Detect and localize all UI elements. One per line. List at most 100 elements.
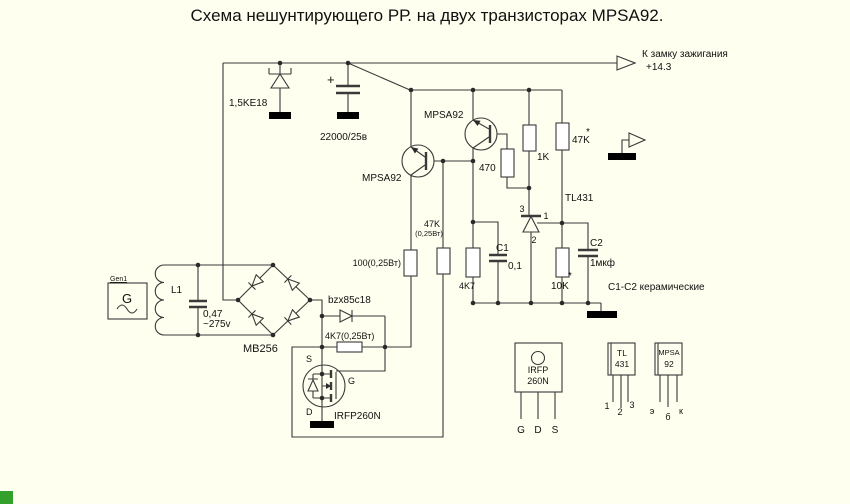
emitter-arrow-icon — [473, 120, 481, 126]
tank-cap-rating: ~275v — [203, 319, 231, 330]
mpsa-pkg-pin1-label: э — [650, 406, 655, 416]
bridge-diode-icon — [284, 308, 301, 325]
ground-bar-icon — [337, 112, 359, 119]
junction-dots — [195, 60, 591, 401]
generator-source: Gen1 G — [107, 276, 148, 320]
emitter-arrow-icon — [411, 147, 419, 154]
mounting-hole-icon — [530, 350, 546, 366]
irfp-pkg-line2: 260N — [527, 376, 549, 386]
transistor-q2-mpsa92: MPSA92 — [424, 90, 508, 222]
mosfet-d-label: D — [306, 407, 313, 417]
tl431-pin1-label: 1 — [543, 211, 548, 221]
bridge-label: MB256 — [243, 343, 278, 355]
r47k-fb-label: 47K — [424, 219, 440, 229]
r10k-label: 10K — [551, 281, 569, 292]
filter-capacitor: + 22000/25в — [320, 63, 367, 143]
tank-capacitor-047: 0,47 ~275v — [189, 265, 231, 335]
resistor-100: 100(0,25Вт) — [353, 249, 418, 348]
r47k-fb-watt-label: (0,25Вт) — [415, 229, 443, 238]
tl431-pin3-label: 3 — [519, 204, 524, 214]
irfp-pin2-label: D — [534, 425, 541, 436]
power-bus: К замку зажигания +14.3 — [222, 49, 728, 301]
bridge-rectifier-mb256: MB256 — [237, 264, 311, 355]
transistor-q1-mpsa92: MPSA92 — [362, 90, 473, 250]
aux-terminal-arrow-icon — [628, 132, 647, 148]
tl431-label: TL431 — [565, 193, 594, 204]
left-rail-wire — [222, 63, 238, 301]
tvs-label: 1,5KE18 — [229, 98, 268, 109]
channel-arrow-icon — [326, 383, 331, 389]
page-title: Схема нешунтирующего РР. на двух транзис… — [191, 6, 664, 25]
r47k-top-label: 47K — [572, 135, 590, 146]
ignition-terminal-arrow-icon — [616, 55, 637, 71]
reference-ground-rail — [473, 302, 617, 318]
ignition-voltage-label: +14.3 — [646, 62, 672, 73]
source-node-wire — [310, 299, 323, 365]
tl431-pkg-line2: 431 — [615, 359, 629, 369]
ground-bar-icon — [608, 153, 636, 160]
mpsa-pkg-pin3-label: к — [679, 406, 683, 416]
corner-marker — [0, 491, 13, 504]
mpsa-pkg-line1: MPSA — [658, 348, 679, 357]
ground-bar-icon — [269, 112, 291, 119]
q2-label: MPSA92 — [424, 110, 464, 121]
resistor-10k: 10K * — [551, 247, 572, 303]
capacitor-c1: C1 0,1 — [473, 221, 522, 303]
mosfet-name-label: IRFP260N — [334, 411, 381, 422]
tl431-pkg-pin1-label: 1 — [604, 401, 609, 411]
r47k-top-star: * — [586, 127, 590, 138]
tl431-pkg-line1: TL — [617, 348, 627, 358]
r4k7-div-label: 4K7 — [459, 281, 475, 291]
mosfet-irfp260n: S G D IRFP260N — [302, 347, 386, 428]
aux-terminal — [608, 132, 647, 160]
tl431-pkg-pin3-label: 3 — [629, 400, 634, 410]
tvs-diode-1_5ke18: 1,5KE18 — [229, 63, 292, 119]
tank-cap-value: 0,47 — [203, 309, 223, 320]
filter-cap-label: 22000/25в — [320, 132, 367, 143]
gate-resistor-label: 4K7(0,25Вт) — [325, 331, 374, 341]
resistor-47k-top: 47K * — [555, 90, 590, 248]
irfp-pin3-label: S — [552, 425, 559, 436]
resistor-470: 470 — [479, 148, 529, 189]
ground-bar-icon — [310, 421, 334, 428]
q1-label: MPSA92 — [362, 173, 402, 184]
package-mpsa92: MPSA 92 э б к — [650, 342, 683, 422]
bridge-diode-icon — [248, 310, 265, 327]
r1k-label: 1K — [537, 152, 550, 163]
c1-value-label: 0,1 — [508, 261, 522, 272]
emitter-bus-wire — [347, 62, 562, 91]
l1-label: L1 — [171, 285, 183, 296]
ground-bar-icon — [587, 311, 617, 318]
gate-zener-bzx85c18: bzx85c18 — [322, 295, 386, 347]
stator-winding-l1: L1 — [154, 264, 273, 336]
mpsa-pkg-line2: 92 — [664, 359, 674, 369]
mosfet-g-label: G — [348, 376, 355, 386]
body-diode-icon — [307, 378, 319, 392]
bridge-diode-icon — [248, 273, 265, 290]
r470-label: 470 — [479, 163, 496, 174]
capacitor-c2: C2 1мкф — [562, 222, 615, 303]
generator-letter: G — [122, 291, 132, 306]
c2-value-label: 1мкф — [590, 257, 615, 269]
zener-label: bzx85c18 — [328, 295, 371, 306]
c1-label: C1 — [496, 243, 509, 254]
sine-wave-icon — [116, 304, 138, 314]
resistor-4k7-divider: 4K7 — [459, 222, 481, 303]
tl431-pin2-label: 2 — [531, 235, 536, 245]
mosfet-s-label: S — [306, 354, 312, 364]
irfp-pin1-label: G — [517, 425, 525, 436]
package-irfp260n: IRFP 260N G D S — [514, 342, 563, 436]
ignition-terminal-label: К замку зажигания — [642, 49, 728, 60]
package-tl431: TL 431 1 2 3 — [604, 342, 636, 417]
tl431-pkg-pin2-label: 2 — [617, 407, 622, 417]
cap-note-label: C1-C2 керамические — [608, 282, 705, 293]
resistor-47k-feedback: 47K (0,25Вт) — [291, 161, 451, 438]
tl431-symbol: TL431 3 1 2 — [519, 193, 594, 303]
gate-resistor-4k7: 4K7(0,25Вт) — [322, 331, 385, 353]
mpsa-pkg-pin2-label: б — [665, 412, 670, 422]
resistor-1k: 1K — [522, 90, 550, 216]
r100-label: 100(0,25Вт) — [353, 258, 401, 268]
cap-plus-sign: + — [327, 72, 335, 87]
